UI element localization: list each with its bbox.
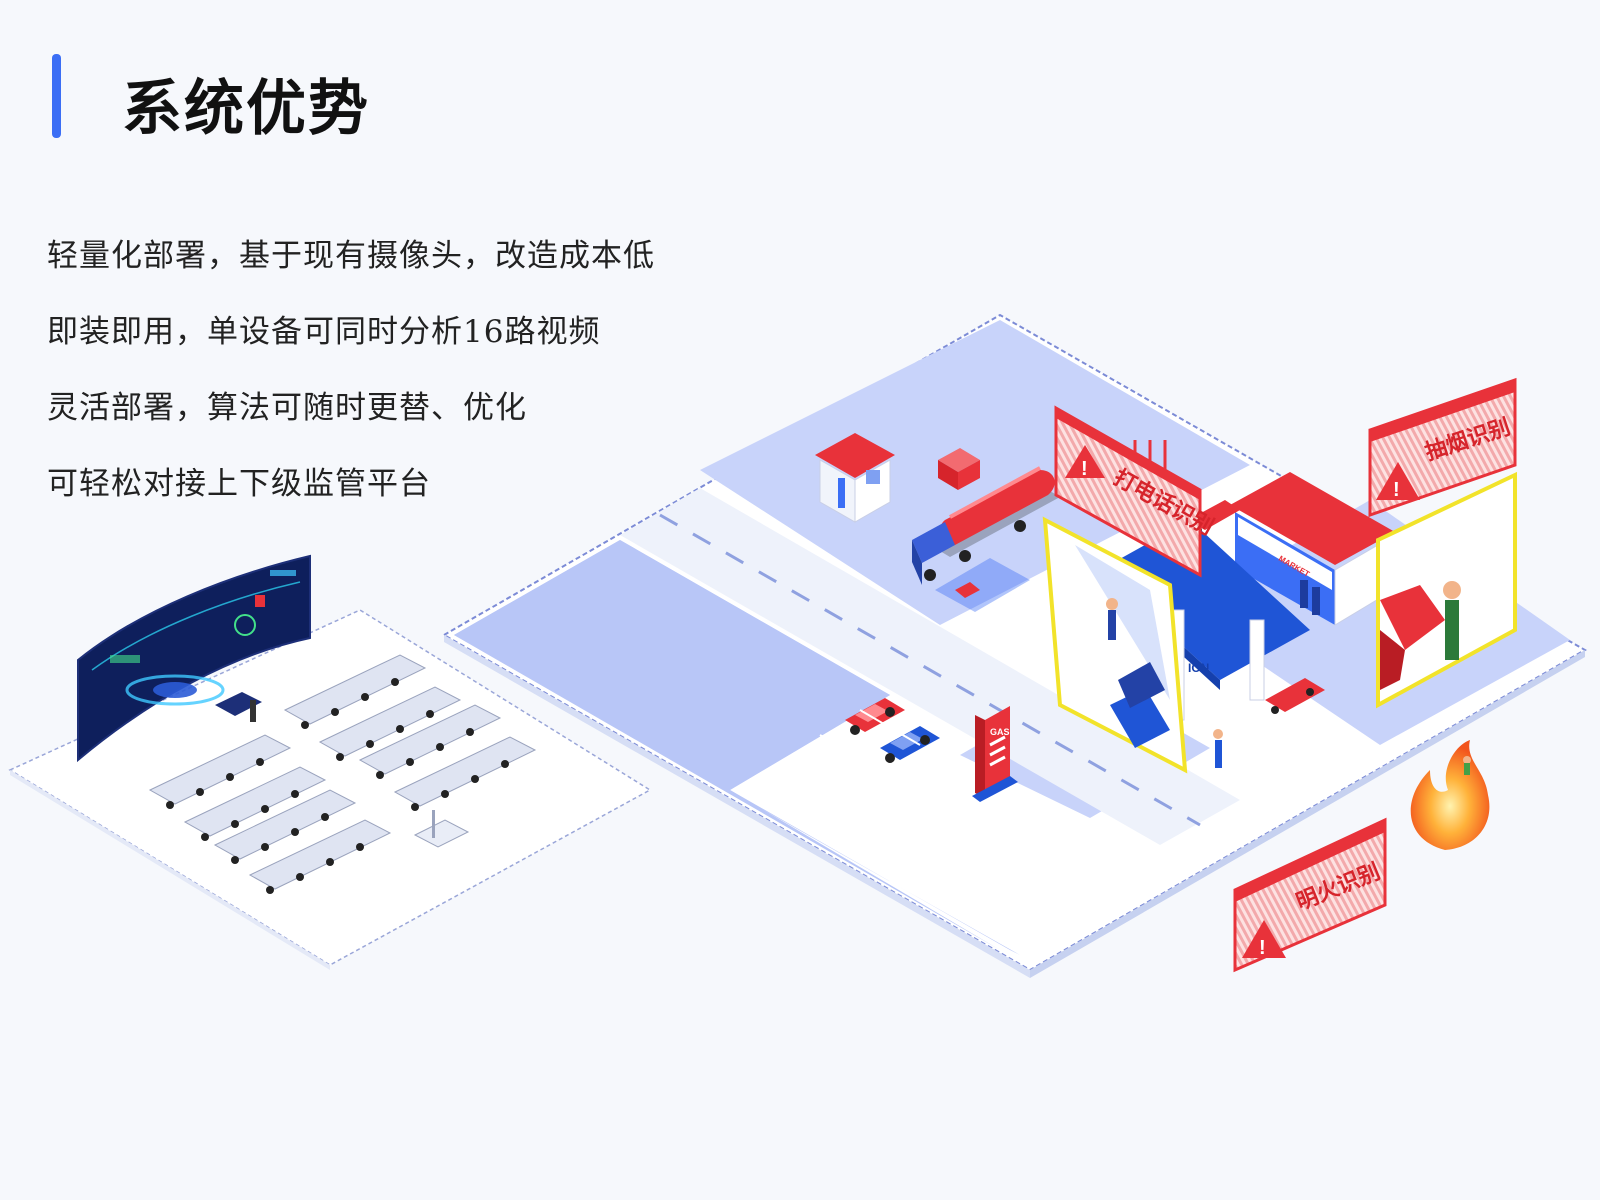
- advantage-list: 轻量化部署，基于现有摄像头，改造成本低 即装即用，单设备可同时分析16路视频 灵…: [47, 232, 655, 536]
- fire-icon: [1410, 740, 1490, 850]
- svg-text:!: !: [1259, 937, 1266, 959]
- warning-icon: !: [1376, 462, 1420, 501]
- advantage-item-4: 可轻松对接上下级监管平台: [47, 466, 431, 502]
- camera-view-smoking: [1376, 471, 1517, 709]
- parked-cars: [819, 698, 940, 771]
- advantage-item-1: 轻量化部署，基于现有摄像头，改造成本低: [47, 238, 655, 274]
- alert-smoking: ! 抽烟识别: [1368, 377, 1517, 518]
- gas-sign-pole: GAS: [972, 706, 1018, 802]
- page-title: 系统优势: [122, 74, 370, 144]
- tanker-truck: [912, 466, 1060, 585]
- alert-fire: ! 明火识别: [1233, 817, 1387, 973]
- advantage-item-3: 灵活部署，算法可随时更替、优化: [47, 390, 527, 426]
- camera-view-phone: [1042, 516, 1188, 774]
- station-sign: ION: [1188, 661, 1209, 675]
- warning-icon: !: [1242, 920, 1286, 959]
- guard-booth: [815, 433, 895, 523]
- svg-text:!: !: [1081, 458, 1088, 480]
- svg-text:!: !: [1393, 479, 1400, 501]
- warning-icon: !: [1065, 445, 1105, 480]
- gas-sign-label: GAS: [990, 727, 1010, 737]
- workstation-rows: [148, 654, 537, 890]
- control-room: [8, 554, 652, 970]
- advantage-item-2: 即装即用，单设备可同时分析16路视频: [47, 314, 601, 350]
- title-accent-bar: [52, 54, 61, 138]
- gas-station-scene: MARKET ION: [441, 313, 1588, 978]
